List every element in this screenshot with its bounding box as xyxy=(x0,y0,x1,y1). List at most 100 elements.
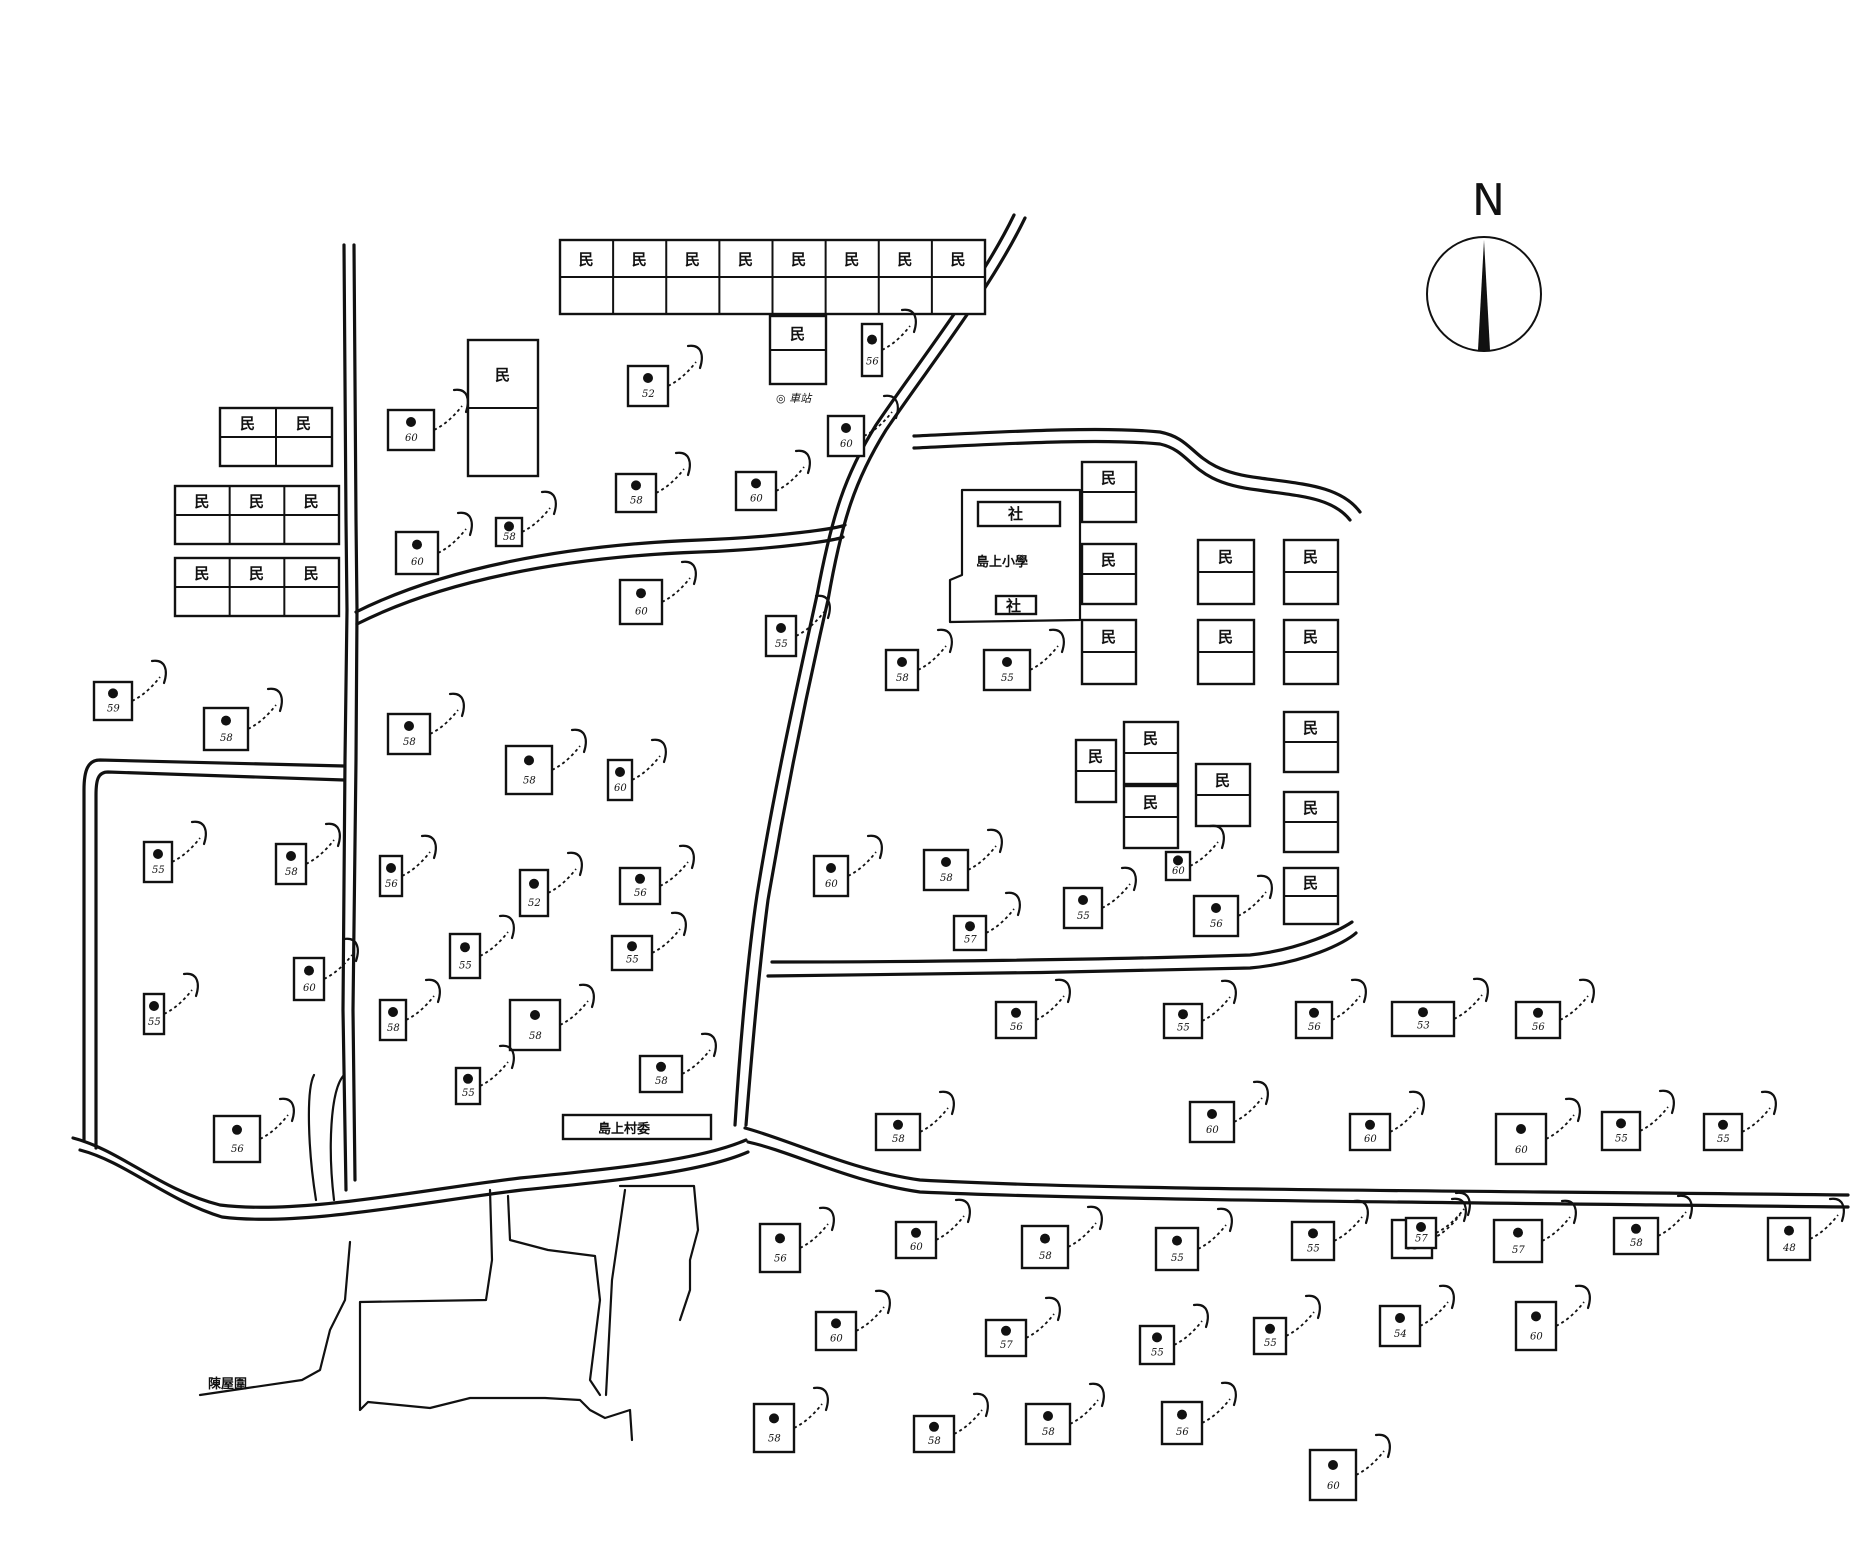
house: 56 xyxy=(1514,978,1595,1040)
house-number: 57 xyxy=(1512,1245,1525,1256)
house-number: 57 xyxy=(1415,1233,1428,1244)
house: 55 xyxy=(1154,1207,1233,1272)
house: 56 xyxy=(212,1097,295,1164)
house-number: 56 xyxy=(774,1253,787,1264)
house-number: 60 xyxy=(750,494,763,505)
row-char: 民 xyxy=(304,493,319,511)
row-char: 民 xyxy=(579,251,594,269)
house: 58 xyxy=(912,1392,989,1454)
house-number: 55 xyxy=(1615,1134,1628,1145)
row-char: 民 xyxy=(897,251,912,269)
house: 54 xyxy=(1378,1284,1455,1348)
house: 57 xyxy=(984,1296,1061,1358)
house-number: 55 xyxy=(1177,1023,1190,1034)
house-number: 60 xyxy=(635,606,648,617)
house-number: 60 xyxy=(1515,1145,1528,1156)
house: 48 xyxy=(1766,1197,1845,1262)
house: 52 xyxy=(518,851,583,918)
house: 60 xyxy=(1164,824,1225,882)
row-block: 民 xyxy=(768,314,828,386)
house-number: 60 xyxy=(830,1334,843,1345)
house: 55 xyxy=(142,820,207,884)
school-compound: 社 島上小學 社 xyxy=(948,488,1082,624)
house: 58 xyxy=(884,628,953,692)
house: 60 xyxy=(1514,1284,1591,1352)
house-number: 55 xyxy=(1151,1348,1164,1359)
house-number: 60 xyxy=(411,557,424,568)
house: 56 xyxy=(758,1206,835,1274)
row-block: 民 xyxy=(1074,738,1118,804)
house: 58 xyxy=(752,1386,829,1454)
house-number: 53 xyxy=(1417,1021,1430,1032)
house-number: 48 xyxy=(1782,1243,1796,1254)
house: 60 xyxy=(606,738,667,802)
row-block: 民民民 xyxy=(173,484,341,546)
house: 57 xyxy=(1492,1199,1577,1264)
house: 60 xyxy=(1348,1090,1425,1152)
row-block: 民 xyxy=(1282,866,1340,926)
house-number: 57 xyxy=(964,935,977,946)
house: 60 xyxy=(394,511,473,576)
house-number: 55 xyxy=(1171,1253,1184,1264)
house: 60 xyxy=(618,560,697,626)
compass: N xyxy=(1426,175,1542,352)
house: 55 xyxy=(448,914,515,980)
row-block: 民 xyxy=(1080,542,1138,606)
row-char: 民 xyxy=(1088,748,1103,766)
house: 55 xyxy=(1162,979,1237,1040)
house-number: 60 xyxy=(1530,1331,1543,1342)
house-number: 58 xyxy=(1630,1238,1643,1249)
house: 56 xyxy=(860,308,917,378)
house-number: 58 xyxy=(387,1023,400,1034)
village-office-label: 島上村委 xyxy=(598,1121,650,1137)
house: 58 xyxy=(504,728,587,796)
house-number: 56 xyxy=(1176,1427,1189,1438)
row-char: 民 xyxy=(1218,548,1233,566)
house: 58 xyxy=(274,822,341,886)
row-char: 民 xyxy=(1303,719,1318,737)
house: 56 xyxy=(1192,874,1273,938)
house-number: 55 xyxy=(1001,673,1014,684)
house-number: 60 xyxy=(1327,1481,1340,1492)
house-number: 52 xyxy=(528,898,541,909)
row-char: 民 xyxy=(738,251,753,269)
house-number: 58 xyxy=(892,1134,905,1145)
row-char: 民 xyxy=(1101,469,1116,487)
row-block: 民 xyxy=(1080,460,1138,524)
house: 60 xyxy=(734,449,811,512)
place-label-sw: 陳屋圍 xyxy=(208,1376,247,1392)
house-number: 56 xyxy=(1010,1022,1023,1033)
house-number: 58 xyxy=(220,733,233,744)
house: 60 xyxy=(812,834,883,898)
house: 55 xyxy=(1062,866,1137,930)
house: 56 xyxy=(994,978,1071,1040)
house-number: 60 xyxy=(1206,1125,1219,1136)
house-number: 60 xyxy=(405,433,418,444)
row-char: 民 xyxy=(685,251,700,269)
house-number: 58 xyxy=(503,532,516,543)
house: 60 xyxy=(1308,1433,1391,1502)
house-number: 56 xyxy=(231,1144,244,1155)
row-block: 民民 xyxy=(218,406,334,468)
residential-rows: 民民民民民民民民民民民民民民民民民民民民民民民民民民民民民民民民 xyxy=(173,238,1340,926)
compass-circle xyxy=(1426,236,1542,352)
row-block: 民 xyxy=(466,338,540,478)
house: 58 xyxy=(378,978,441,1042)
house: 58 xyxy=(494,490,557,548)
house-number: 52 xyxy=(642,389,655,400)
row-char: 民 xyxy=(249,565,264,583)
row-char: 民 xyxy=(1101,551,1116,569)
house-number: 55 xyxy=(462,1088,475,1099)
house: 60 xyxy=(894,1198,971,1260)
row-block: 民 xyxy=(1196,538,1256,606)
house-number: 58 xyxy=(1039,1251,1052,1262)
house: 58 xyxy=(1612,1194,1693,1256)
house-number: 60 xyxy=(614,783,627,794)
village-office: 島上村委 xyxy=(561,1113,713,1141)
row-char: 民 xyxy=(304,565,319,583)
row-block: 民 xyxy=(1194,762,1252,828)
house: 55 xyxy=(610,911,687,972)
house-number: 58 xyxy=(523,775,536,786)
row-char: 民 xyxy=(1303,548,1318,566)
row-char: 民 xyxy=(1143,794,1158,812)
